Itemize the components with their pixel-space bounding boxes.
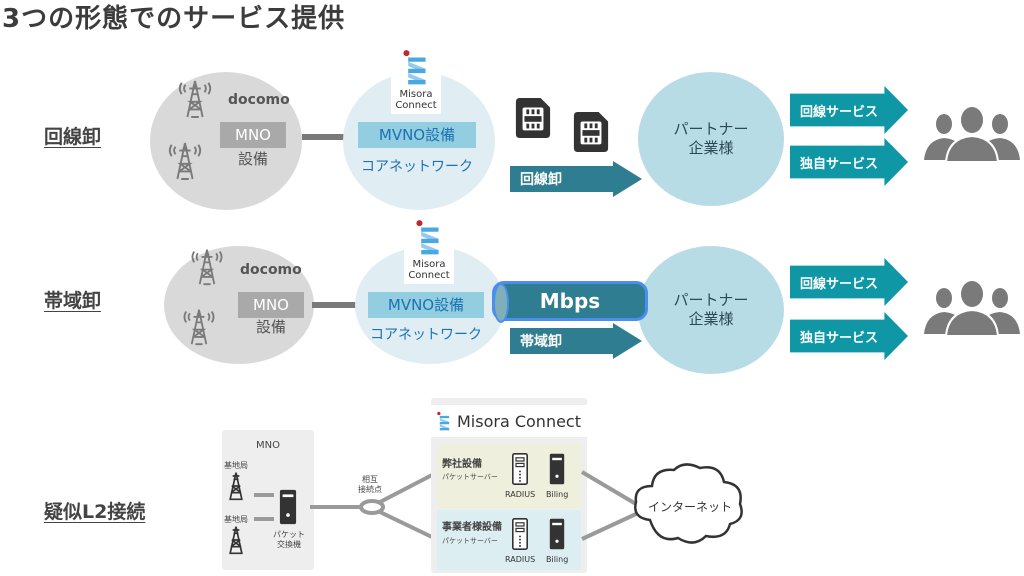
interconnect-label-2: 接続点 [358, 485, 382, 495]
mvno-equipment-box: MVNO設備 [358, 122, 476, 148]
service-arrow-original: 独自サービス [790, 138, 908, 186]
interconnect-label-1: 相互 [362, 475, 378, 484]
radius-server-icon [512, 517, 528, 551]
pipe-end [493, 283, 509, 323]
cell-tower-icon [188, 246, 226, 286]
mno-equipment-label: 設備 [237, 150, 268, 168]
misora-logo-icon [437, 411, 451, 431]
sim-card-icon [572, 110, 610, 154]
base-station-label: 基地局 [224, 461, 248, 470]
packet-switch-icon [279, 488, 297, 526]
internet-lines [580, 470, 638, 541]
radius-label: RADIUS [505, 555, 536, 564]
service-arrow-original: 独自サービス [790, 312, 908, 360]
partner-label-2: 企業様 [688, 139, 734, 157]
connection-line [312, 302, 358, 308]
mno-equipment-box: MNO [220, 122, 286, 148]
link-line [254, 493, 274, 497]
base-station-icon [226, 524, 246, 556]
wholesale-arrow: 回線卸 [510, 161, 642, 197]
page-title: 3つの形態でのサービス提供 [2, 4, 346, 34]
packet-switch-label-1: パケット [273, 530, 305, 539]
partner-label-1: パートナー [673, 290, 749, 309]
line-to-biz-zone [379, 510, 435, 540]
core-network-label: コアネットワーク [370, 327, 482, 343]
billing-server-icon [549, 517, 565, 551]
internet-label: インターネット [647, 500, 732, 514]
zone-title: 弊社設備 [442, 459, 482, 470]
sim-card-icon [514, 96, 552, 140]
row-label-pseudo-l2: 疑似L2接続 [44, 501, 146, 523]
wholesale-arrow: 帯域卸 [510, 323, 642, 359]
packet-switch-label-2: 交換機 [277, 540, 301, 550]
mvno-equipment-box: MVNO設備 [368, 292, 484, 318]
billing-server-icon [549, 452, 565, 486]
partner-label-1: パートナー [673, 119, 749, 138]
partner-label-2: 企業様 [688, 310, 734, 328]
service-arrow-line: 回線サービス [790, 258, 908, 306]
base-station-label: 基地局 [224, 515, 248, 524]
docomo-logo: docomo [228, 92, 290, 108]
row-label-bandwidth-wholesale: 帯域卸 [44, 290, 102, 312]
users-icon [922, 106, 1022, 162]
misora-connect-logo: Misora Connect [404, 214, 454, 284]
misora-connect-logo: Misora Connect [391, 42, 441, 114]
internet-cloud-icon [634, 463, 743, 544]
line-to-own-zone [379, 472, 435, 504]
mno-equipment-box: MNO [238, 292, 304, 318]
row-label-line-wholesale: 回線卸 [44, 126, 102, 148]
docomo-logo: docomo [240, 262, 302, 278]
cell-tower-icon [180, 306, 218, 346]
logo-text-2: Connect [395, 100, 437, 111]
zone-subtitle: パケットサーバー [442, 537, 498, 545]
interconnect-node [359, 499, 385, 515]
misora-logo-icon [403, 49, 429, 85]
radius-label: RADIUS [505, 490, 536, 499]
logo-text-1: Misora [399, 89, 433, 100]
base-station-icon [226, 470, 246, 502]
logo-text-2: Connect [408, 270, 450, 281]
partner-circle: パートナー 企業様 [638, 246, 784, 374]
users-icon [922, 280, 1022, 336]
misora-logo-icon [416, 219, 442, 255]
service-arrow-line: 回線サービス [790, 86, 908, 134]
mno-panel-title: MNO [256, 440, 280, 451]
packet-switch-label: パケット 交換機 [272, 530, 306, 551]
partner-circle: パートナー 企業様 [638, 72, 784, 206]
cell-tower-icon [176, 76, 214, 120]
connection-line [302, 134, 346, 140]
link-line [254, 517, 274, 521]
interconnect-label: 相互 接続点 [358, 475, 382, 496]
mno-equipment-label: 設備 [255, 318, 286, 336]
radius-server-icon [512, 452, 528, 486]
logo-text-1: Misora [412, 259, 446, 270]
misora-connect-header: Misora Connect [431, 405, 587, 437]
zone-title: 事業者様設備 [442, 522, 502, 533]
core-network-label: コアネットワーク [361, 159, 473, 175]
misora-header-text: Misora Connect [457, 411, 581, 431]
bandwidth-pipe: Mbps [492, 281, 648, 321]
zone-subtitle: パケットサーバー [442, 473, 498, 481]
billing-label: Biling [546, 555, 569, 564]
cell-tower-icon [166, 138, 204, 182]
billing-label: Biling [546, 490, 569, 499]
network-lines [310, 472, 435, 540]
